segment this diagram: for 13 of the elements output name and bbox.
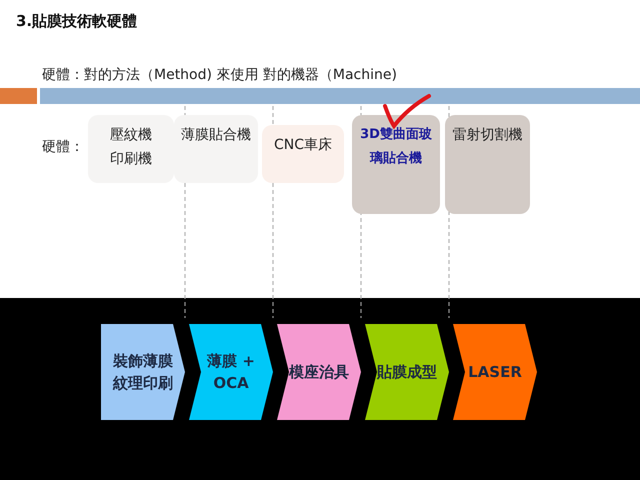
hardware-box: 雷射切割機: [445, 115, 530, 214]
hardware-box: CNC車床: [262, 125, 344, 183]
chevron-step: 模座治具: [277, 324, 361, 420]
subtitle-text: 硬體：對的方法（Method) 來使用 對的機器（Machine): [42, 66, 397, 84]
chevron-step: 裝飾薄膜紋理印刷: [101, 324, 185, 420]
row-label: 硬體：: [42, 138, 84, 156]
hardware-box: 3D雙曲面玻璃貼合機: [352, 115, 440, 214]
chevron-step: 薄膜 + OCA: [189, 324, 273, 420]
slide-title: 3.貼膜技術軟硬體: [16, 12, 138, 31]
chevron-step: LASER: [453, 324, 537, 420]
chevron-step: 貼膜成型: [365, 324, 449, 420]
hardware-box: 壓紋機 印刷機: [88, 115, 174, 183]
hardware-box: 薄膜貼合機: [174, 115, 258, 183]
